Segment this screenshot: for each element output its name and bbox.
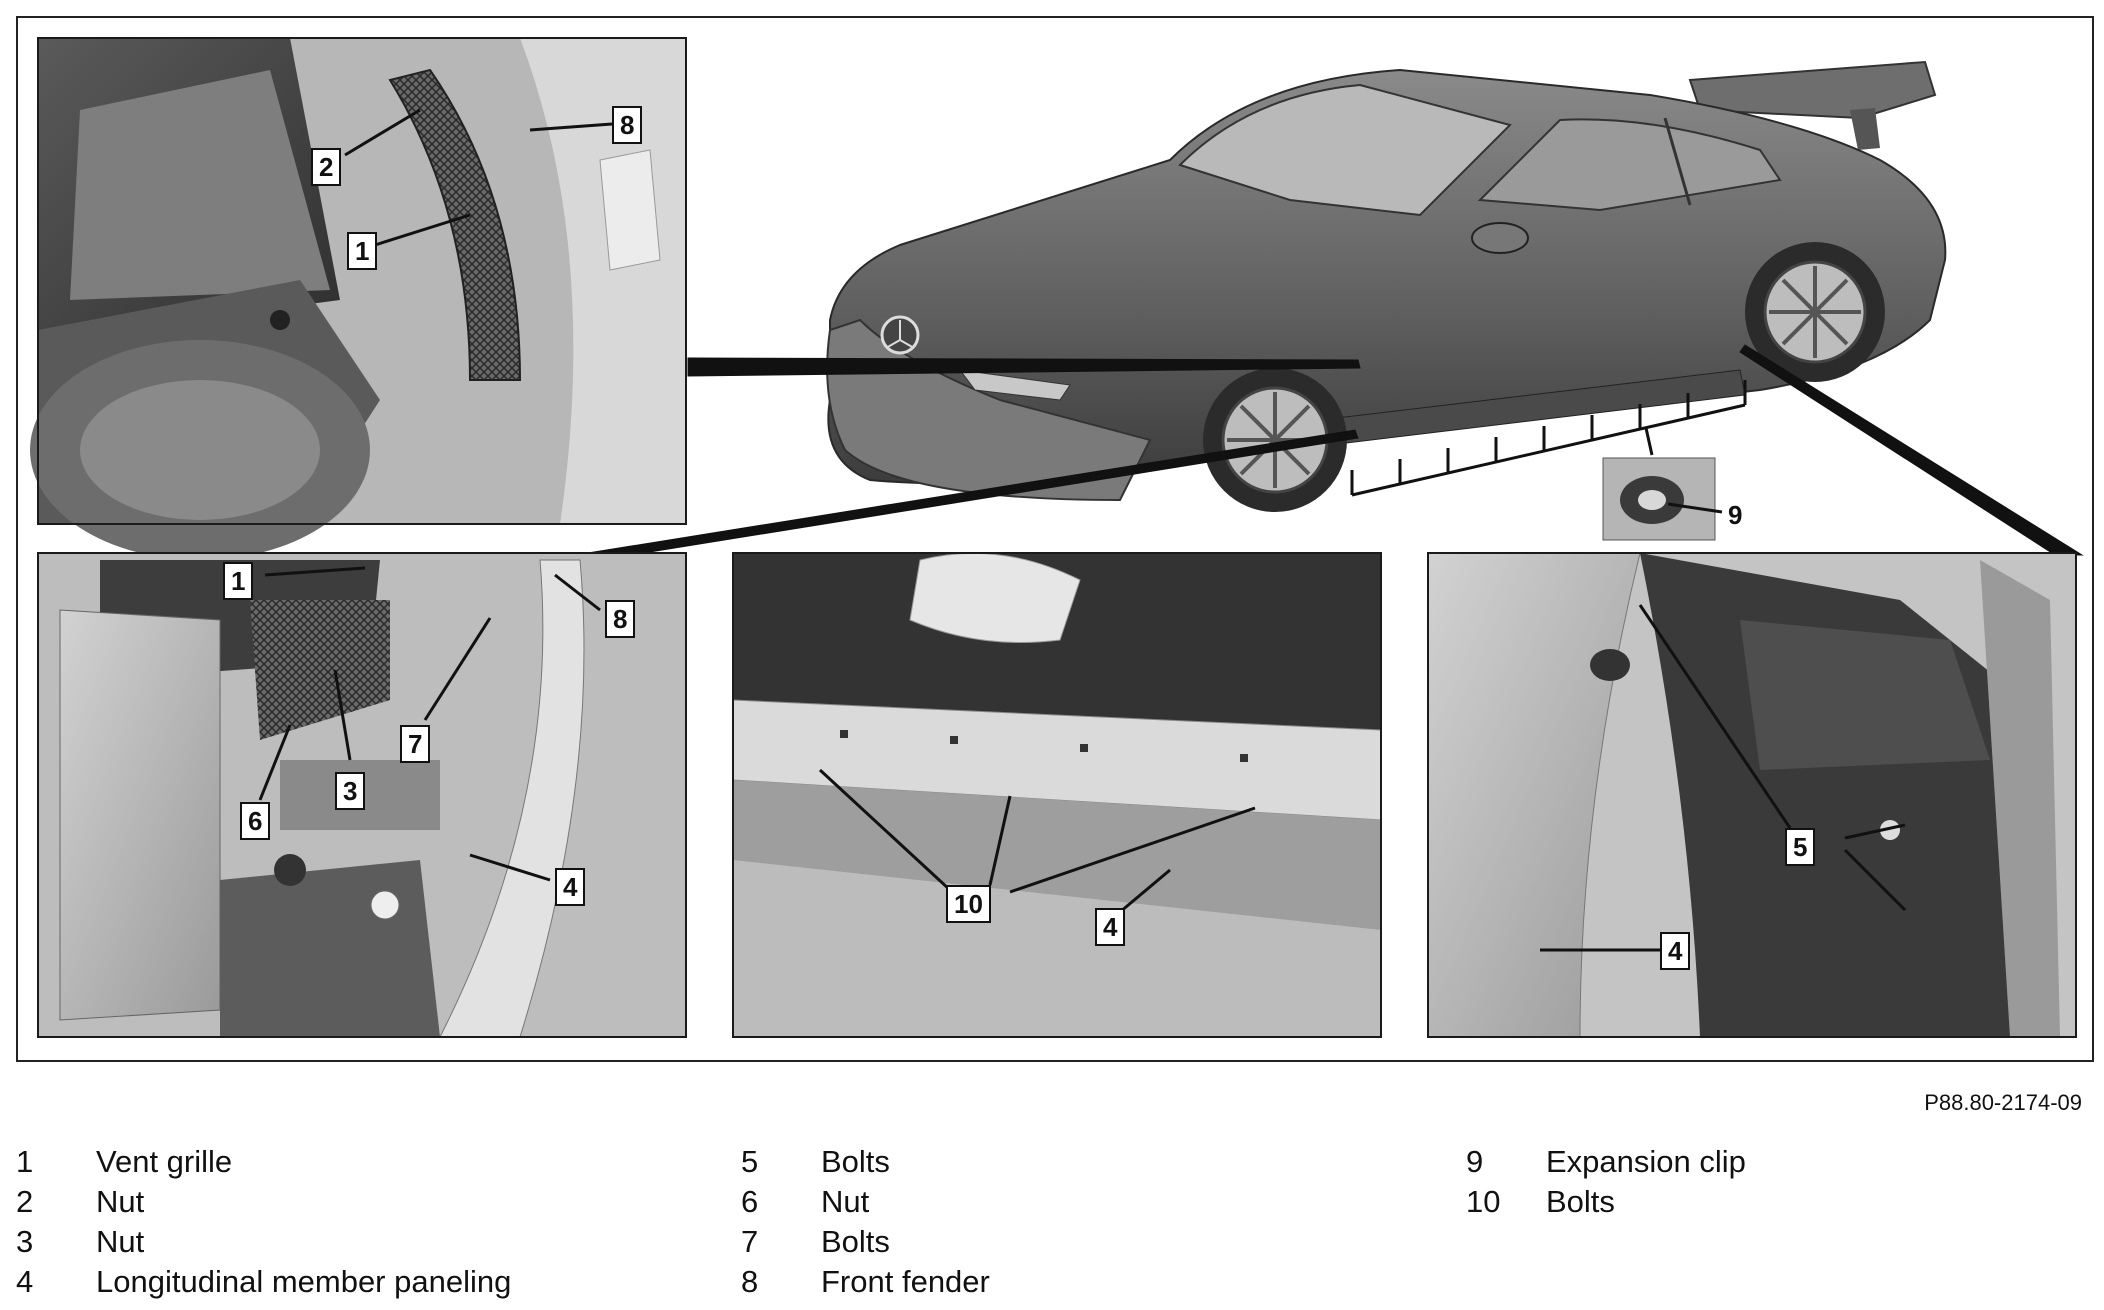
legend-label: Longitudinal member paneling <box>96 1264 512 1299</box>
leader-lines <box>562 344 2084 567</box>
legend-label: Nut <box>821 1184 870 1219</box>
legend-label: Bolts <box>1546 1184 1615 1219</box>
callout-top-left-8: 8 <box>612 106 643 144</box>
legend-number: 3 <box>16 1224 34 1259</box>
legend-label: Nut <box>96 1224 145 1259</box>
photo-wheel-arch <box>30 37 687 560</box>
figure-illustration <box>30 37 2084 1038</box>
callout-mid-right-4: 4 <box>1660 932 1691 970</box>
callout-mid-left-6: 6 <box>240 802 271 840</box>
bolt-positions-bracket <box>1350 380 1747 497</box>
legend-item: 3 Nut <box>16 1222 736 1262</box>
legend-label: Nut <box>96 1184 145 1219</box>
callout-mid-left-7: 7 <box>400 725 431 763</box>
legend-item: 8 Front fender <box>741 1262 1461 1302</box>
legend-item: 9 Expansion clip <box>1466 1142 2066 1182</box>
callout-clip-9: 9 <box>1728 500 1743 530</box>
legend-number: 1 <box>16 1144 34 1179</box>
photo-sill-bolts <box>732 552 1382 1038</box>
legend-number: 8 <box>741 1264 759 1299</box>
legend-number: 7 <box>741 1224 759 1259</box>
callout-mid-left-3: 3 <box>335 772 366 810</box>
legend-number: 10 <box>1466 1184 1501 1219</box>
legend-item: 2 Nut <box>16 1182 736 1222</box>
legend-column-3: 9 Expansion clip 10 Bolts <box>1466 1142 2066 1222</box>
legend-item: 6 Nut <box>741 1182 1461 1222</box>
legend-label: Bolts <box>821 1224 890 1259</box>
legend-label: Bolts <box>821 1144 890 1179</box>
callout-mid-center-10: 10 <box>946 885 991 923</box>
legend-label: Front fender <box>821 1264 990 1299</box>
legend-item: 5 Bolts <box>741 1142 1461 1182</box>
legend-number: 2 <box>16 1184 34 1219</box>
callout-top-left-1: 1 <box>347 232 378 270</box>
figure-reference-code: P88.80-2174-09 <box>1924 1090 2082 1115</box>
legend-item: 7 Bolts <box>741 1222 1461 1262</box>
legend-item: 10 Bolts <box>1466 1182 2066 1222</box>
callout-mid-left-4: 4 <box>555 868 586 906</box>
legend-item: 4 Longitudinal member paneling <box>16 1262 736 1302</box>
callout-mid-right-5: 5 <box>1785 828 1816 866</box>
legend-number: 6 <box>741 1184 759 1219</box>
legend-number: 4 <box>16 1264 34 1299</box>
photo-rear-wheel-arch <box>1427 552 2077 1038</box>
callout-mid-left-8: 8 <box>605 600 636 638</box>
expansion-clip-inset <box>1602 457 1723 541</box>
legend-number: 5 <box>741 1144 759 1179</box>
callout-mid-left-1: 1 <box>223 562 254 600</box>
legend-label: Vent grille <box>96 1144 233 1179</box>
legend-label: Expansion clip <box>1546 1144 1746 1179</box>
car-illustration <box>826 60 1947 512</box>
legend-item: 1 Vent grille <box>16 1142 736 1182</box>
callout-mid-center-4: 4 <box>1095 908 1126 946</box>
legend-number: 9 <box>1466 1144 1484 1179</box>
callout-top-left-2: 2 <box>311 148 342 186</box>
